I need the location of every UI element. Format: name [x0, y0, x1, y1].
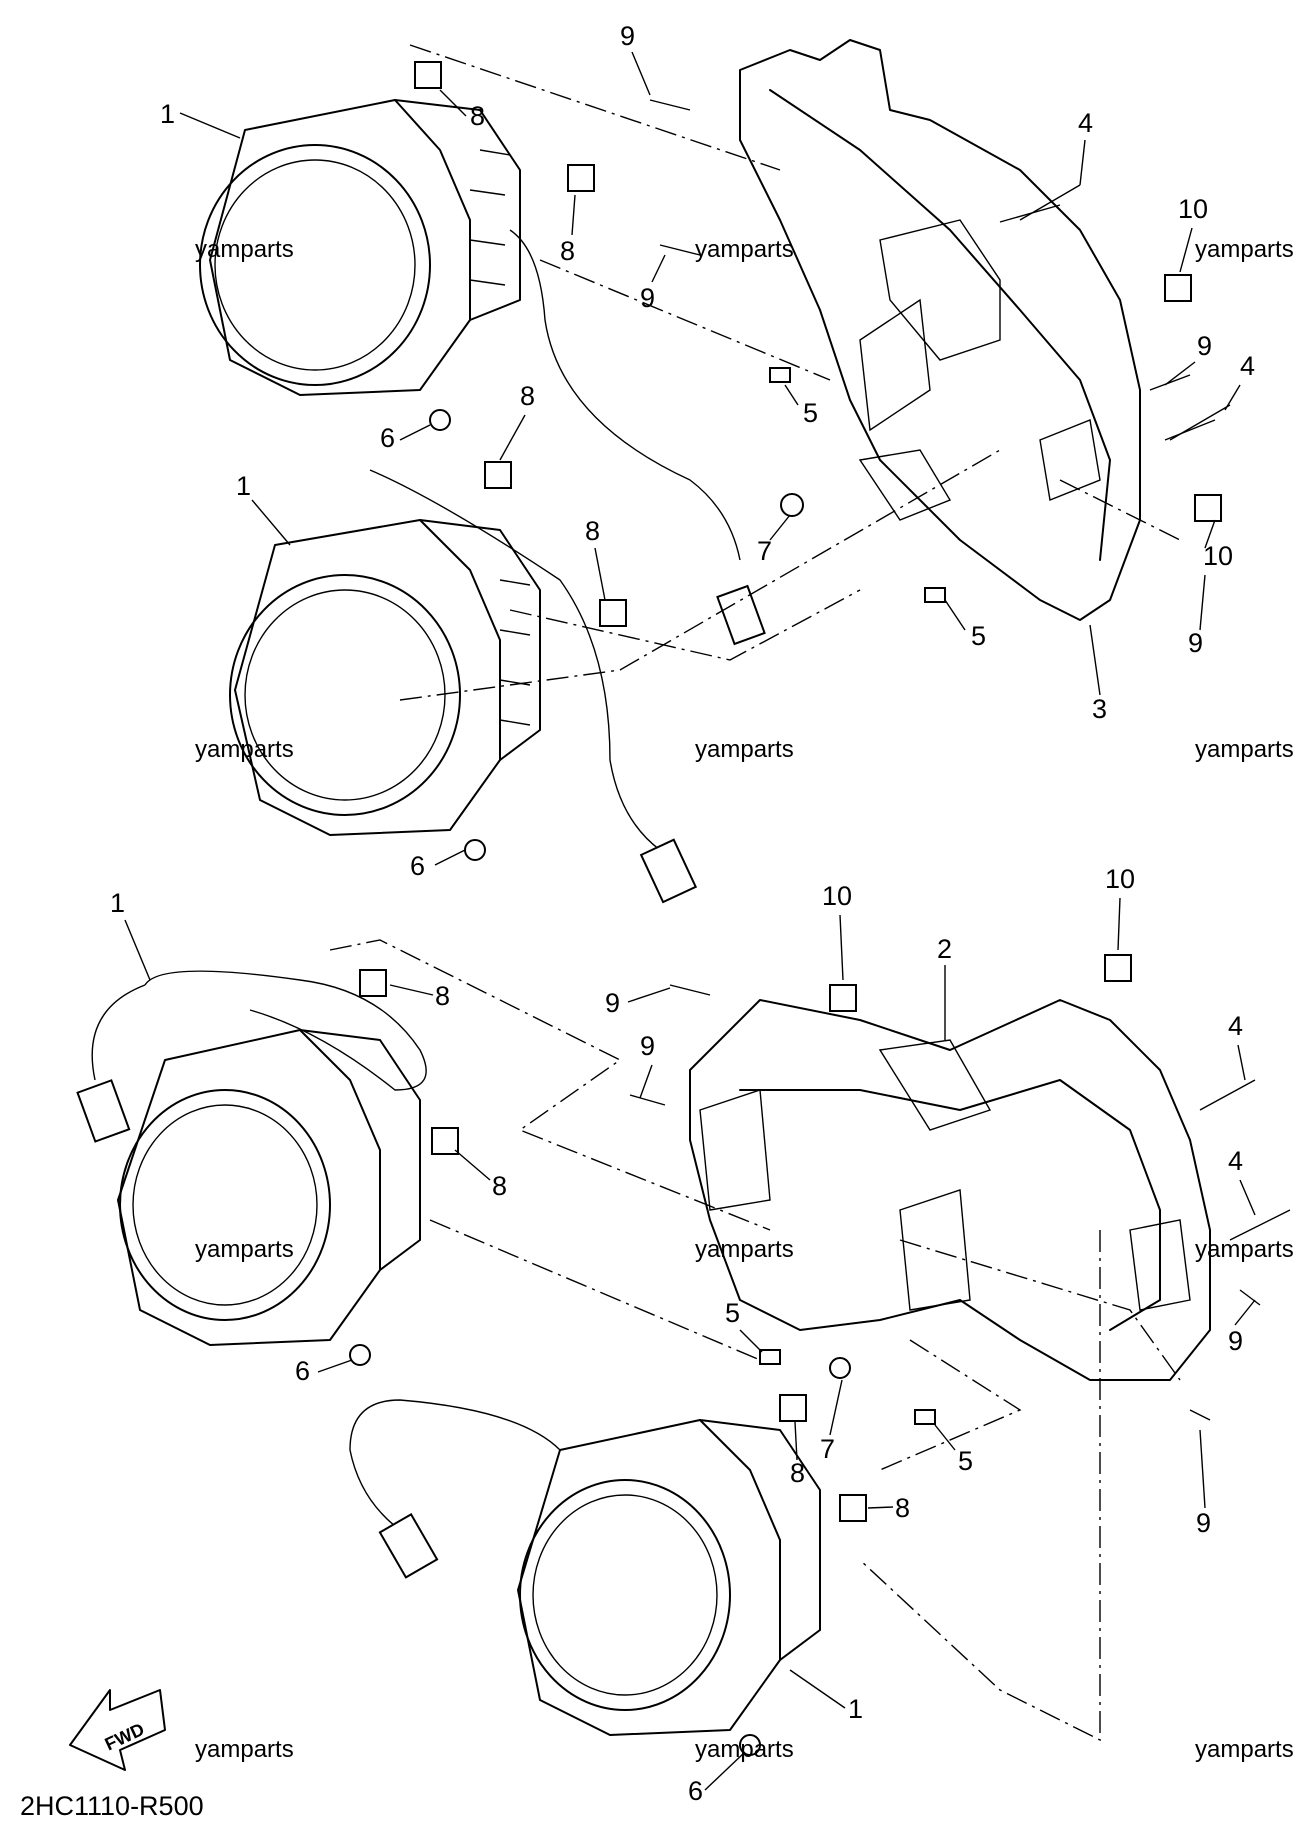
watermark: yamparts: [195, 236, 294, 263]
nut-8: [484, 461, 512, 489]
nut-8: [567, 164, 595, 192]
callout-9: 9: [1188, 628, 1203, 658]
nut-8: [431, 1127, 459, 1155]
nut-6: [464, 839, 486, 861]
headlight-unit: [199, 99, 766, 646]
nut-6: [349, 1344, 371, 1366]
watermark: yamparts: [1195, 1736, 1294, 1763]
callouts: 1 8 9 8 9 4 10 9 4 8 5 6 1 8 7 10 5 9: [110, 21, 1256, 1806]
callout-1: 1: [160, 99, 175, 129]
callout-8: 8: [585, 516, 600, 546]
callout-3: 3: [1092, 694, 1107, 724]
collar-5: [769, 367, 791, 383]
callout-7: 7: [820, 1434, 835, 1464]
callout-8: 8: [492, 1171, 507, 1201]
callout-9: 9: [1196, 1508, 1211, 1538]
callout-8: 8: [520, 381, 535, 411]
nut-8: [839, 1494, 867, 1522]
watermark: yamparts: [195, 1236, 294, 1263]
bottom-assembly: [76, 939, 1291, 1756]
callout-6: 6: [688, 1776, 703, 1806]
headlight-bracket-3: [739, 39, 1141, 621]
callout-1: 1: [110, 888, 125, 918]
nut-8: [359, 969, 387, 997]
fwd-arrow-icon: FWD: [69, 1689, 166, 1771]
callout-8: 8: [790, 1458, 805, 1488]
collar-5: [924, 587, 946, 603]
bolt-10: [829, 984, 857, 1012]
watermark: yamparts: [695, 236, 794, 263]
headlight-bracket-2: [689, 999, 1211, 1381]
nut-8: [414, 61, 442, 89]
callout-10: 10: [1203, 541, 1233, 571]
bolt-10: [1164, 274, 1192, 302]
callout-4: 4: [1228, 1146, 1243, 1176]
callout-9: 9: [1197, 331, 1212, 361]
bolt-10: [1104, 954, 1132, 982]
callout-5: 5: [803, 398, 818, 428]
diagram-code: 2HC1110-R500: [20, 1791, 204, 1821]
headlight-unit: [76, 970, 427, 1346]
headlight-unit: [349, 1399, 821, 1736]
callout-9: 9: [620, 21, 635, 51]
watermark: yamparts: [195, 1736, 294, 1763]
callout-10: 10: [1105, 864, 1135, 894]
callout-5: 5: [725, 1298, 740, 1328]
watermark: yamparts: [695, 736, 794, 763]
callout-8: 8: [470, 101, 485, 131]
callout-8: 8: [560, 236, 575, 266]
watermarks: yamparts yamparts yamparts yamparts yamp…: [195, 236, 1294, 1763]
bolt-10: [1194, 494, 1222, 522]
nut-6: [429, 409, 451, 431]
callout-9: 9: [605, 988, 620, 1018]
callout-4: 4: [1228, 1011, 1243, 1041]
callout-9: 9: [640, 1031, 655, 1061]
watermark: yamparts: [1195, 1236, 1294, 1263]
watermark: yamparts: [1195, 236, 1294, 263]
callout-7: 7: [757, 536, 772, 566]
callout-5: 5: [958, 1446, 973, 1476]
clip-7: [829, 1357, 851, 1379]
callout-1: 1: [848, 1694, 863, 1724]
callout-4: 4: [1240, 351, 1255, 381]
callout-9: 9: [1228, 1326, 1243, 1356]
callout-6: 6: [380, 423, 395, 453]
callout-8: 8: [435, 981, 450, 1011]
watermark: yamparts: [695, 1736, 794, 1763]
callout-5: 5: [971, 621, 986, 651]
clip-7: [780, 493, 804, 517]
callout-8: 8: [895, 1493, 910, 1523]
callout-2: 2: [937, 934, 952, 964]
callout-10: 10: [1178, 194, 1208, 224]
nut-8: [779, 1394, 807, 1422]
collar-5: [759, 1349, 781, 1365]
top-assembly: [199, 39, 1231, 904]
callout-10: 10: [822, 881, 852, 911]
callout-9: 9: [640, 283, 655, 313]
watermark: yamparts: [695, 1236, 794, 1263]
nut-8: [599, 599, 627, 627]
callout-6: 6: [410, 851, 425, 881]
callout-1: 1: [236, 471, 251, 501]
collar-5: [914, 1409, 936, 1425]
callout-6: 6: [295, 1356, 310, 1386]
watermark: yamparts: [1195, 736, 1294, 763]
headlight-unit: [229, 469, 698, 904]
callout-4: 4: [1078, 108, 1093, 138]
svg-text:FWD: FWD: [102, 1719, 148, 1754]
watermark: yamparts: [195, 736, 294, 763]
nut-6: [739, 1734, 761, 1756]
